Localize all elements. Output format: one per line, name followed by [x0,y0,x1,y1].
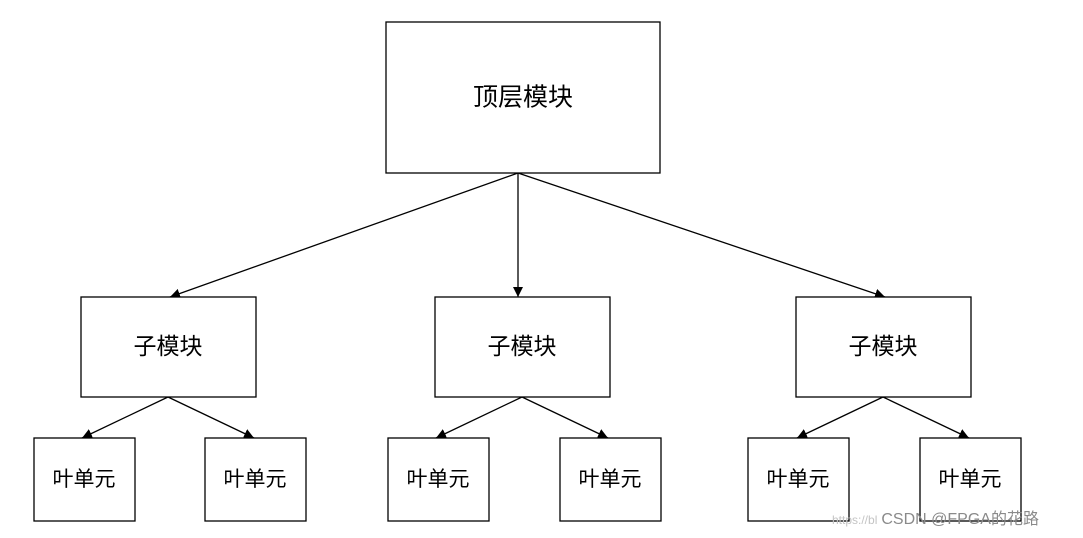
leaf-unit-label: 叶单元 [767,467,830,491]
leaf-unit-box [204,437,307,522]
sub-module-box [80,296,257,398]
edge-sub1-to-leaf-1 [81,396,169,439]
edge-sub3-to-leaf-5 [796,396,884,439]
leaf-unit-label: 叶单元 [224,467,287,491]
sub-module-box [795,296,972,398]
leaf-unit-label: 叶单元 [939,467,1002,491]
leaf-unit-box [559,437,662,522]
top-module-box [385,21,661,174]
leaf-unit-box [747,437,850,522]
edges-sub-to-leaf [81,396,970,439]
sub-module-label: 子模块 [849,334,918,360]
sub-module-label: 子模块 [488,334,557,360]
sub-module-box [434,296,611,398]
edge-sub3-to-leaf-6 [882,396,970,439]
top-module-label: 顶层模块 [473,83,573,112]
leaf-unit-node-2: 叶单元 [204,437,307,522]
leaf-unit-box [33,437,136,522]
edge-sub2-to-leaf-3 [435,396,523,439]
edge-top-to-sub-3 [517,172,886,299]
edge-sub2-to-leaf-4 [521,396,609,439]
watermark-url: https://bl [832,513,878,527]
sub-module-node-1: 子模块 [80,296,257,398]
top-module-node: 顶层模块 [385,21,661,174]
leaf-unit-label: 叶单元 [53,467,116,491]
leaf-unit-node-5: 叶单元 [747,437,850,522]
leaf-unit-box [387,437,490,522]
leaf-unit-box [919,437,1022,522]
edges-top-to-sub [169,172,886,299]
edge-top-to-sub-1 [169,172,519,299]
leaf-unit-label: 叶单元 [407,467,470,491]
leaf-unit-node-4: 叶单元 [559,437,662,522]
sub-module-node-2: 子模块 [434,296,611,398]
sub-module-node-3: 子模块 [795,296,972,398]
sub-module-label: 子模块 [134,334,203,360]
edge-sub1-to-leaf-2 [167,396,255,439]
leaf-unit-node-3: 叶单元 [387,437,490,522]
leaf-unit-label: 叶单元 [579,467,642,491]
watermark-text: CSDN @FPGA的花路 [881,511,1039,528]
leaf-unit-node-1: 叶单元 [33,437,136,522]
leaf-unit-node-6: 叶单元 [919,437,1022,522]
